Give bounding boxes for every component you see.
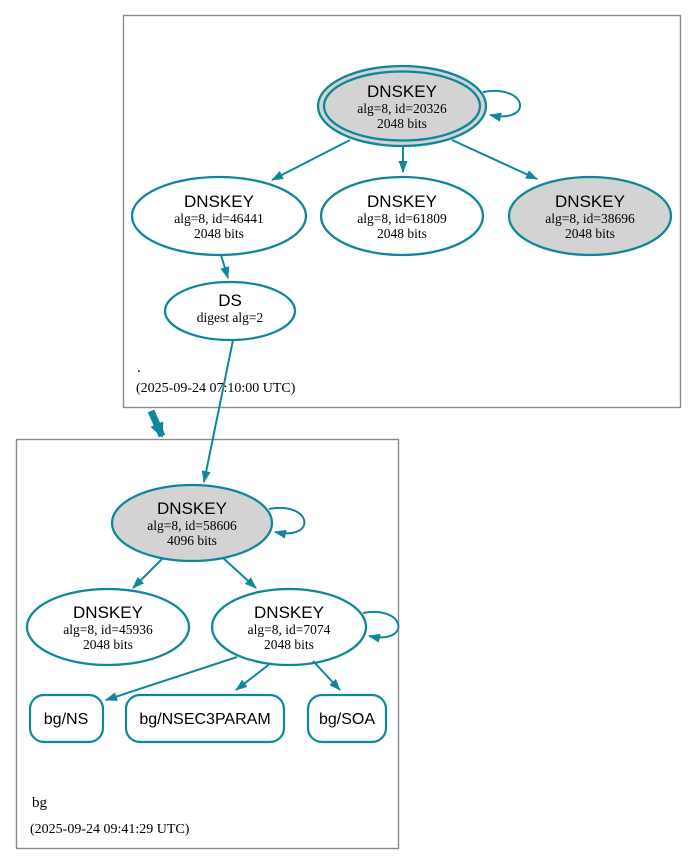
ksk-ellipse (507, 175, 673, 257)
edge-root-ksk-20326-self-loop (482, 89, 521, 122)
node-root-ksk-20326[interactable]: DNSKEY alg=8, id=20326 2048 bits (316, 64, 488, 148)
rrset-label: bg/SOA (319, 711, 375, 728)
node-bits: 2048 bits (83, 637, 133, 652)
node-attrs: alg=8, id=45936 (63, 622, 153, 637)
edge-root-ksk-20326-to-ksk-38696 (451, 139, 538, 180)
node-attrs: alg=8, id=46441 (174, 211, 263, 226)
ds-ellipse (163, 280, 297, 342)
node-bg-soa-rrset[interactable]: bg/SOA (306, 693, 388, 744)
node-attrs: alg=8, id=38696 (545, 211, 635, 226)
zone-timestamp-root: (2025-09-24 07:10:00 UTC) (136, 381, 296, 396)
node-bg-nsec3param-rrset[interactable]: bg/NSEC3PARAM (124, 693, 286, 744)
node-root-ksk-38696[interactable]: DNSKEY alg=8, id=38696 2048 bits (507, 175, 673, 257)
zsk-ellipse (210, 587, 368, 667)
node-bits: 2048 bits (264, 637, 314, 652)
edge-bg-ksk-58606-to-zsk-45936 (132, 557, 164, 589)
edge-bg-ksk-58606-self-loop (268, 506, 306, 539)
rrset-label: bg/NSEC3PARAM (139, 711, 270, 728)
zsk-ellipse (130, 175, 308, 257)
zone-timestamp-bg: (2025-09-24 09:41:29 UTC) (30, 822, 190, 837)
node-title: DNSKEY (254, 603, 324, 622)
ksk-inner-ellipse (322, 70, 482, 142)
zone-label-bg: bg (32, 795, 48, 811)
node-title: DNSKEY (367, 82, 437, 101)
node-bg-ksk-58606[interactable]: DNSKEY alg=8, id=58606 4096 bits (110, 483, 274, 563)
node-title: DNSKEY (73, 603, 143, 622)
edge-root-ds-to-bg-ksk-58606 (201, 339, 234, 483)
node-bits: 4096 bits (167, 533, 217, 548)
node-bits: 2048 bits (194, 226, 244, 241)
zone-label-root: . (137, 360, 141, 376)
edge-bg-zsk-7074-self-loop (362, 610, 400, 643)
node-title: DS (218, 291, 242, 310)
rrset-label: bg/NS (44, 711, 88, 728)
node-title: DNSKEY (184, 192, 254, 211)
rrset-rect (124, 693, 286, 744)
node-title: DNSKEY (555, 192, 625, 211)
node-title: DNSKEY (367, 192, 437, 211)
node-attrs: alg=8, id=58606 (147, 518, 237, 533)
node-attrs: digest alg=2 (197, 310, 263, 325)
edge-root-zsk-46441-to-ds (220, 254, 230, 279)
node-attrs: alg=8, id=7074 (248, 622, 331, 637)
node-bg-zsk-45936[interactable]: DNSKEY alg=8, id=45936 2048 bits (25, 587, 191, 667)
node-bits: 2048 bits (565, 226, 615, 241)
rrset-rect (306, 693, 388, 744)
edge-bg-zsk-7074-to-ns (105, 656, 238, 701)
node-bg-ns-rrset[interactable]: bg/NS (28, 693, 105, 744)
edge-bg-zsk-7074-to-soa (312, 660, 341, 691)
node-bits: 2048 bits (377, 226, 427, 241)
ksk-ellipse (110, 483, 274, 563)
node-title: DNSKEY (157, 499, 227, 518)
zsk-ellipse (319, 175, 485, 257)
edge-root-delegation-to-bg-zone (147, 409, 166, 438)
node-bits: 2048 bits (377, 116, 427, 131)
node-root-ds[interactable]: DS digest alg=2 (163, 280, 297, 342)
rrset-rect (28, 693, 105, 744)
zsk-ellipse (25, 587, 191, 667)
node-root-zsk-46441[interactable]: DNSKEY alg=8, id=46441 2048 bits (130, 175, 308, 257)
edge-bg-zsk-7074-to-nsec3param (235, 662, 272, 691)
node-attrs: alg=8, id=20326 (357, 101, 447, 116)
node-root-zsk-61809[interactable]: DNSKEY alg=8, id=61809 2048 bits (319, 175, 485, 257)
edge-root-ksk-20326-to-zsk-46441 (271, 139, 351, 181)
node-attrs: alg=8, id=61809 (357, 211, 447, 226)
node-bg-zsk-7074[interactable]: DNSKEY alg=8, id=7074 2048 bits (210, 587, 368, 667)
edge-bg-ksk-58606-to-zsk-7074 (222, 557, 257, 589)
